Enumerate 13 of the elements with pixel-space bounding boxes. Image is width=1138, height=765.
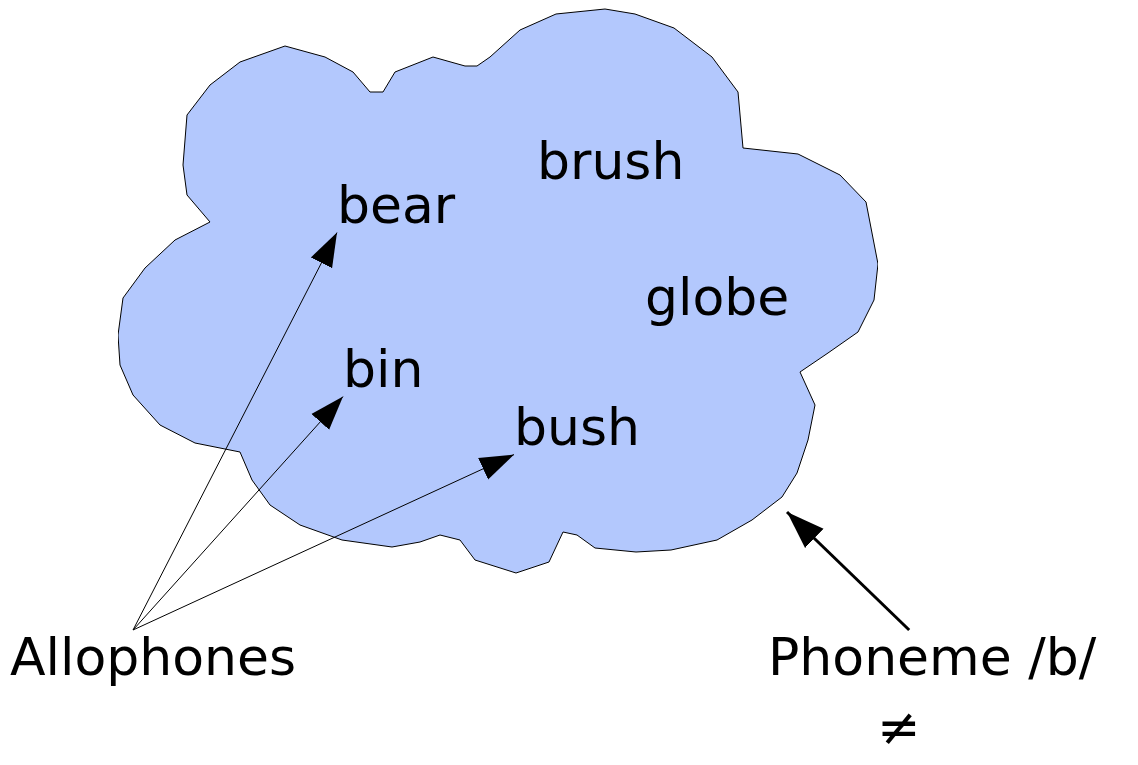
- callout-label: Allophones: [10, 630, 297, 685]
- example-word: bush: [514, 400, 640, 455]
- not-equal-sign: ≠: [877, 700, 921, 755]
- arrow: [132, 396, 344, 631]
- example-word: brush: [537, 134, 685, 189]
- callout-label: Phoneme /b/: [768, 630, 1097, 685]
- example-word: bin: [343, 342, 424, 397]
- arrow: [132, 232, 338, 631]
- example-word: globe: [645, 270, 790, 325]
- arrow: [132, 454, 515, 631]
- arrow: [785, 510, 911, 632]
- example-word: bear: [337, 178, 456, 233]
- cloud-shape: [118, 8, 878, 574]
